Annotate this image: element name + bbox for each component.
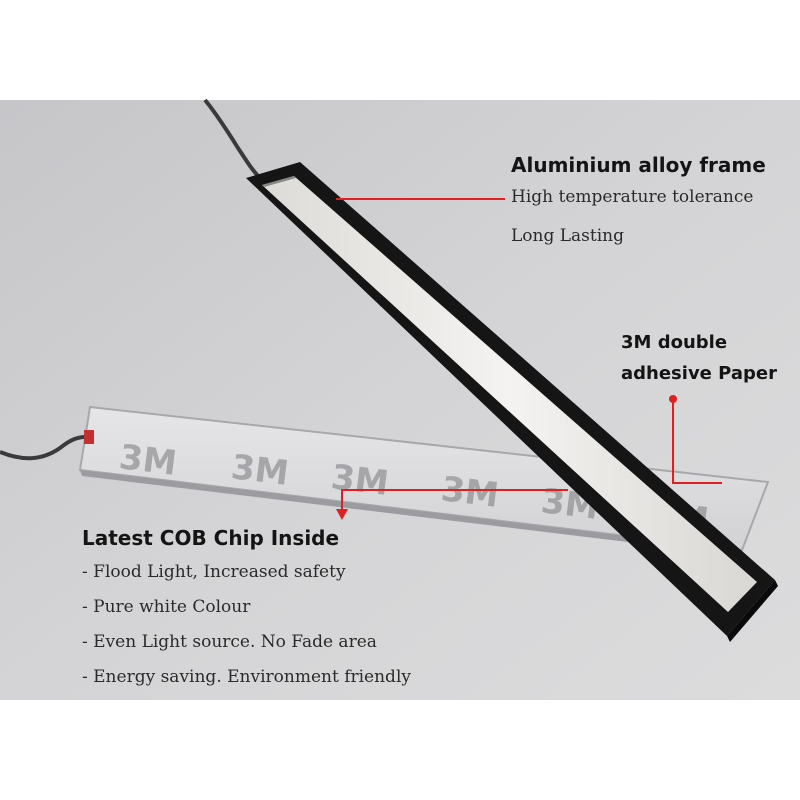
chip-feature-item: - Pure white Colour bbox=[82, 597, 251, 617]
chip-feature-list: - Flood Light, Increased safety - Pure w… bbox=[82, 562, 411, 702]
frame-title: Aluminium alloy frame bbox=[511, 153, 766, 177]
chip-feature-item: - Flood Light, Increased safety bbox=[82, 562, 346, 582]
lower-cable bbox=[0, 434, 91, 461]
chip-title: Latest COB Chip Inside bbox=[82, 526, 340, 550]
chip-callout-line bbox=[341, 489, 568, 512]
tape-logo-1: 3M bbox=[117, 437, 179, 484]
upper-cable bbox=[203, 98, 262, 180]
tape-logo-2: 3M bbox=[229, 447, 291, 494]
chip-feature-item: - Energy saving. Environment friendly bbox=[82, 667, 411, 687]
adhesive-callout-line bbox=[672, 399, 722, 484]
adhesive-line-1: 3M double bbox=[621, 332, 728, 353]
chip-feature-item: - Even Light source. No Fade area bbox=[82, 632, 377, 652]
adhesive-line-2: adhesive Paper bbox=[621, 363, 777, 384]
frame-line-1: High temperature tolerance bbox=[511, 187, 754, 207]
cob-led-strip bbox=[246, 162, 778, 642]
tape-logo-3: 3M bbox=[329, 457, 391, 504]
photo-border-bottom bbox=[0, 700, 800, 800]
strip-connector bbox=[84, 430, 94, 444]
frame-line-2: Long Lasting bbox=[511, 226, 625, 246]
chip-callout-arrow bbox=[336, 509, 348, 520]
tape-logo-4: 3M bbox=[439, 469, 501, 516]
